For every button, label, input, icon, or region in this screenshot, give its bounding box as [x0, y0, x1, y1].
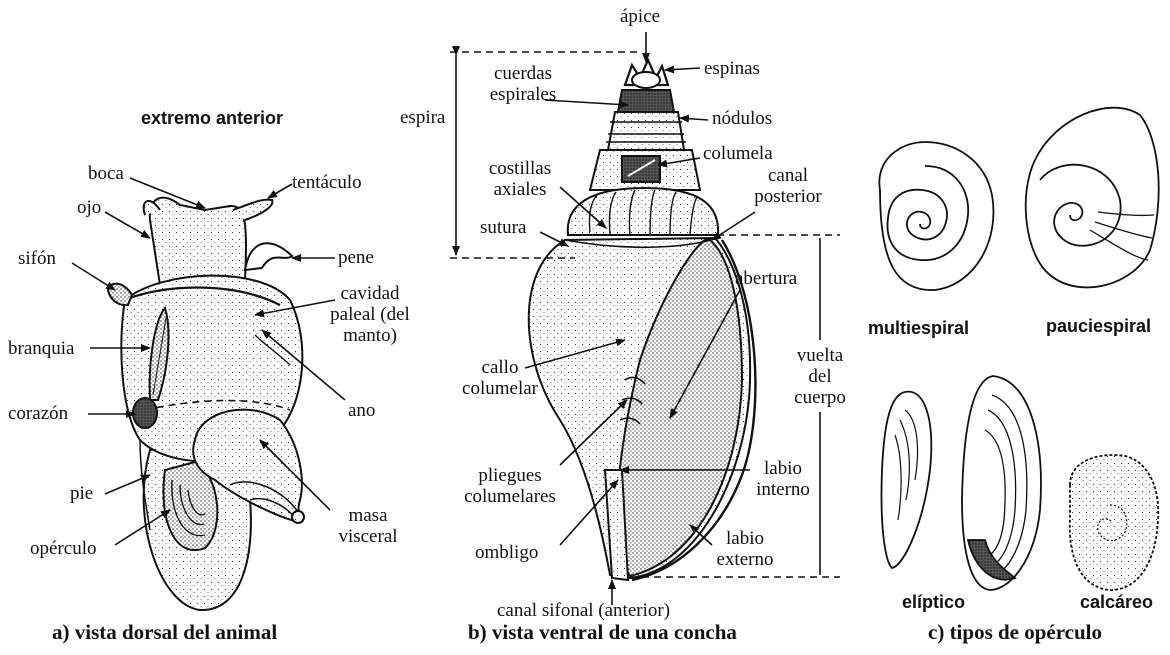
label-sifon: sifón [18, 248, 56, 269]
label-tentaculo: tentáculo [292, 172, 362, 193]
operculum-types [879, 108, 1158, 590]
label-canal-sifonal: canal sifonal (anterior) [497, 600, 670, 621]
label-operculo: opérculo [30, 538, 96, 559]
label-pliegues-columelares: pliegues columelares [450, 465, 570, 507]
caption-b: b) vista ventral de una concha [468, 620, 737, 645]
label-multiespiral: multiespiral [868, 318, 969, 339]
label-ano: ano [348, 400, 375, 421]
label-eliptico: elíptico [902, 592, 965, 613]
label-sutura: sutura [480, 217, 526, 238]
label-canal-posterior: canal posterior [738, 165, 838, 207]
label-corazon: corazón [8, 403, 68, 424]
label-calcareo: calcáreo [1080, 592, 1153, 613]
label-labio-externo: labio externo [710, 528, 780, 570]
label-espinas: espinas [704, 58, 760, 79]
label-pie: pie [70, 483, 93, 504]
penis [245, 243, 292, 270]
caption-c: c) tipos de opérculo [928, 620, 1102, 645]
label-cuerdas-espirales: cuerdas espirales [468, 63, 578, 105]
label-espira: espira [400, 107, 445, 128]
label-nodulos: nódulos [712, 108, 772, 129]
label-masa-visceral: masa visceral [328, 505, 408, 547]
label-columela: columela [703, 143, 773, 164]
label-boca: boca [88, 163, 124, 184]
label-pene: pene [338, 247, 374, 268]
elliptical-operculum-small [881, 392, 931, 568]
panel-a-heading: extremo anterior [141, 108, 283, 129]
label-abertura: abertura [735, 268, 797, 289]
siphon [108, 284, 132, 305]
calcareous-operculum [1070, 455, 1158, 590]
head [150, 198, 246, 285]
elliptical-operculum-large [962, 376, 1041, 590]
label-ojo: ojo [77, 197, 101, 218]
label-branquia: branquia [8, 338, 74, 359]
heart [133, 398, 157, 428]
label-callo-columelar: callo columelar [455, 357, 545, 399]
label-costillas-axiales: costillas axiales [470, 158, 570, 200]
label-vuelta-del-cuerpo: vuelta del cuerpo [778, 345, 862, 408]
label-labio-interno: labio interno [748, 458, 818, 500]
paucispiral-operculum [1026, 108, 1159, 288]
caption-a: a) vista dorsal del animal [52, 620, 277, 645]
label-pauciespiral: pauciespiral [1046, 316, 1151, 337]
label-cavidad-paleal: cavidad paleal (del manto) [325, 283, 415, 346]
multispiral-operculum [879, 142, 993, 290]
label-ombligo: ombligo [475, 542, 538, 563]
animal-drawing [108, 198, 304, 610]
label-apice: ápice [620, 6, 660, 27]
